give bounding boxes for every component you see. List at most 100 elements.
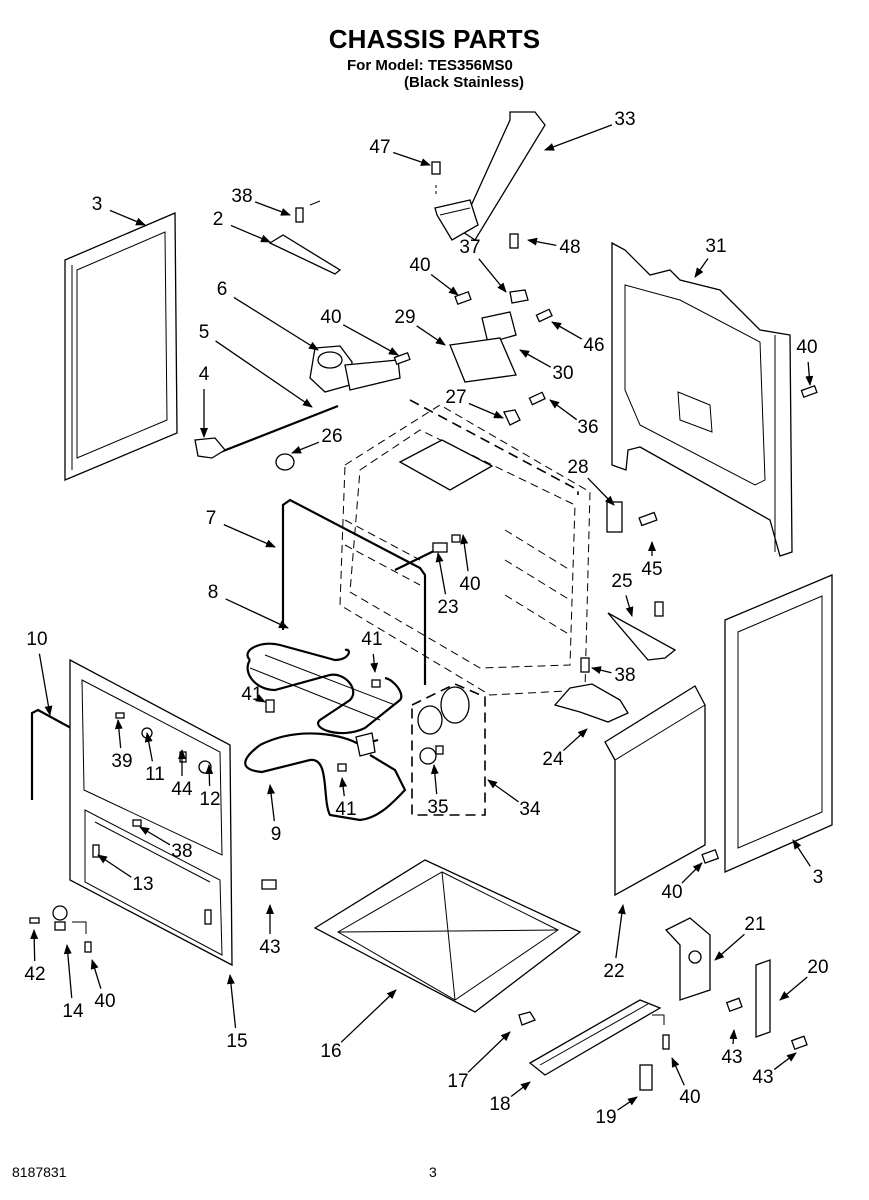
- leader-arrow: [109, 209, 146, 226]
- part-door-gasket: [281, 498, 427, 685]
- callout-10: 10: [26, 629, 53, 716]
- callout-number: 45: [641, 559, 662, 580]
- screw-41-c: [337, 763, 347, 772]
- callout-38: 38: [591, 665, 636, 686]
- callout-number: 23: [437, 597, 458, 618]
- leader-arrow: [63, 944, 73, 999]
- callout-number: 47: [369, 137, 390, 158]
- callout-19: 19: [595, 1096, 638, 1128]
- callout-number: 9: [271, 824, 282, 845]
- leader-arrow: [205, 764, 214, 787]
- part-leveler-19: [639, 1014, 670, 1091]
- leader-arrow: [714, 933, 745, 961]
- leader-arrow: [215, 340, 313, 408]
- callout-number: 39: [111, 751, 132, 772]
- callout-40: 40: [409, 255, 459, 296]
- callout-37: 37: [459, 237, 507, 293]
- leader-arrow: [487, 779, 519, 803]
- callout-4: 4: [199, 364, 210, 438]
- leader-arrow: [460, 534, 469, 572]
- leader-arrow: [681, 862, 703, 884]
- callout-41: 41: [361, 629, 383, 673]
- leader-arrow: [291, 441, 320, 454]
- callout-3: 3: [792, 839, 823, 888]
- callout-number: 20: [807, 957, 828, 978]
- callout-41: 41: [241, 684, 266, 705]
- callout-number: 29: [394, 307, 415, 328]
- callout-6: 6: [217, 279, 319, 351]
- callout-40: 40: [459, 534, 481, 595]
- page-title: CHASSIS PARTS: [328, 24, 541, 54]
- leader-arrow: [223, 524, 276, 548]
- callout-20: 20: [779, 957, 829, 1001]
- part-broil-element: [246, 642, 403, 735]
- leader-arrow: [267, 784, 276, 822]
- callout-14: 14: [62, 944, 84, 1022]
- part-light-kit: [411, 683, 486, 816]
- leader-arrow: [587, 477, 615, 506]
- part-oven-sensor: [394, 534, 461, 571]
- part-thermostat-assembly: [194, 345, 411, 471]
- callout-number: 40: [661, 882, 682, 903]
- callout-number: 5: [199, 322, 210, 343]
- leader-arrow: [805, 361, 814, 386]
- callout-number: 12: [199, 789, 220, 810]
- document-number: 8187831: [12, 1164, 67, 1180]
- leader-arrow: [114, 719, 123, 749]
- leader-arrow: [435, 552, 447, 595]
- callout-13: 13: [97, 854, 154, 895]
- callout-number: 41: [241, 684, 262, 705]
- callout-39: 39: [111, 719, 133, 772]
- callout-29: 29: [394, 307, 446, 346]
- part-terminal-block-group: [449, 233, 553, 383]
- callout-number: 40: [320, 307, 341, 328]
- callout-8: 8: [208, 582, 289, 629]
- callout-number: 8: [208, 582, 219, 603]
- leader-arrow: [339, 777, 348, 797]
- leader-arrow: [591, 666, 612, 675]
- leader-arrow: [430, 764, 439, 795]
- leader-arrow: [254, 201, 291, 216]
- callout-18: 18: [489, 1081, 531, 1115]
- callout-number: 43: [752, 1067, 773, 1088]
- part-strap-20: [755, 959, 808, 1050]
- callout-number: 3: [92, 194, 103, 215]
- callout-number: 41: [335, 799, 356, 820]
- callout-27: 27: [445, 387, 504, 419]
- callout-40: 40: [796, 337, 818, 386]
- callout-40: 40: [671, 1057, 701, 1108]
- callout-number: 38: [614, 665, 635, 686]
- part-leveling-leg-14: [29, 905, 92, 953]
- part-bracket-2: [268, 200, 342, 275]
- leader-arrow: [416, 325, 446, 346]
- part-bracket-21: [664, 917, 743, 1012]
- part-bake-element: [244, 732, 407, 822]
- leader-arrow: [527, 237, 557, 247]
- callout-28: 28: [567, 457, 615, 506]
- callout-number: 14: [62, 1001, 84, 1022]
- leader-arrow: [393, 151, 431, 166]
- callout-number: 19: [595, 1107, 616, 1128]
- callout-number: 40: [796, 337, 817, 358]
- leader-arrow: [233, 296, 319, 351]
- leader-arrow: [139, 826, 171, 846]
- callout-number: 24: [542, 749, 564, 770]
- leader-arrow: [792, 839, 811, 867]
- leader-arrow: [562, 728, 588, 752]
- callout-16: 16: [320, 989, 397, 1062]
- callout-11: 11: [144, 732, 165, 785]
- callout-31: 31: [694, 236, 727, 278]
- leader-arrow: [144, 732, 154, 762]
- callout-number: 43: [259, 937, 280, 958]
- callout-number: 41: [361, 629, 382, 650]
- part-bracket-28: [606, 501, 664, 617]
- callout-26: 26: [291, 426, 343, 454]
- callout-3: 3: [92, 194, 146, 226]
- callout-44: 44: [171, 749, 193, 800]
- callout-43: 43: [259, 904, 281, 958]
- callout-number: 37: [459, 237, 480, 258]
- callout-47: 47: [369, 137, 431, 166]
- callout-35: 35: [427, 764, 449, 818]
- leader-arrow: [625, 595, 634, 617]
